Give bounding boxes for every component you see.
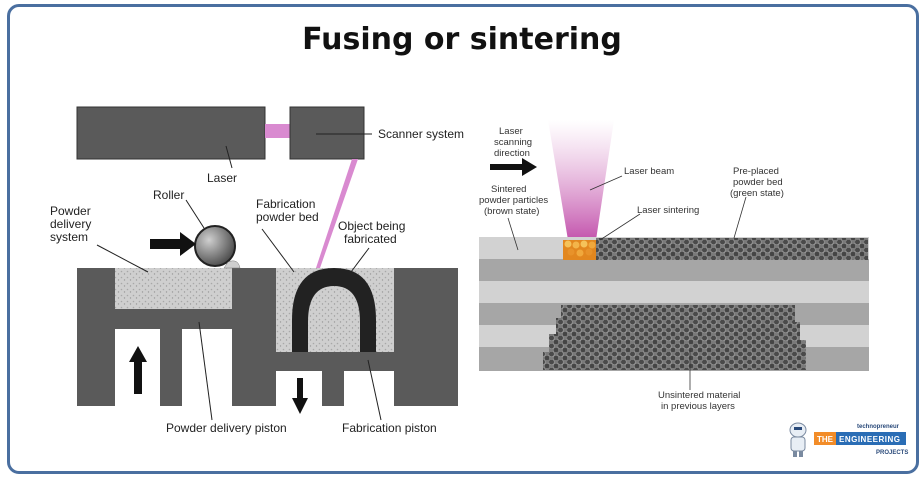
label-sintered-1: Sintered xyxy=(491,184,526,195)
label-fabrication-powder-bed-1: Fabrication xyxy=(256,197,315,211)
layer-band-3 xyxy=(479,281,869,303)
logo-engineering-box xyxy=(836,432,906,445)
powder-delivery-chamber xyxy=(115,268,232,309)
label-sintered-3: (brown state) xyxy=(484,206,539,217)
label-unsintered-1: Unsintered material xyxy=(658,390,740,401)
label-fabrication-piston: Fabrication piston xyxy=(342,421,437,435)
right-sintering-detail: Laser scanning direction Laser beam Pre-… xyxy=(479,120,869,412)
fabrication-piston-rod xyxy=(322,371,344,406)
label-laser-beam: Laser beam xyxy=(624,166,674,177)
label-fabrication-powder-bed-2: powder bed xyxy=(256,210,319,224)
label-object-being-fabricated-2: fabricated xyxy=(344,232,397,246)
right-leader-lines xyxy=(507,175,747,390)
powder-delivery-piston-rod xyxy=(160,329,182,406)
middle-wall xyxy=(232,268,276,406)
figure-title: Fusing or sintering xyxy=(302,22,622,57)
label-roller: Roller xyxy=(153,188,184,202)
label-laser-scanning-direction-3: direction xyxy=(494,148,530,159)
sintered-powder-particles xyxy=(563,240,596,260)
label-sintered-2: powder particles xyxy=(479,195,548,206)
laser-beam-diagonal xyxy=(316,159,358,268)
left-sls-machine: Laser Scanner system Roller Powder deliv… xyxy=(50,106,464,435)
left-leader-lines xyxy=(96,133,382,421)
label-pre-placed-1: Pre-placed xyxy=(733,166,779,177)
logo-the-box xyxy=(814,432,836,445)
laser-beam-cone xyxy=(548,120,614,240)
label-powder-delivery-system-3: system xyxy=(50,230,88,244)
label-scanner-system: Scanner system xyxy=(378,127,464,141)
laser-unit xyxy=(76,106,266,160)
roller xyxy=(194,225,236,267)
label-pre-placed-2: powder bed xyxy=(733,177,783,188)
brand-logo: technopreneur THE ENGINEERING PROJECTS xyxy=(789,422,908,457)
scanner-unit xyxy=(289,106,365,160)
scanning-direction-arrow xyxy=(490,158,537,176)
layer-band-2 xyxy=(479,259,869,281)
label-powder-delivery-system-2: delivery xyxy=(50,217,91,231)
object-being-fabricated xyxy=(292,268,376,352)
roller-pushed-powder xyxy=(223,260,241,269)
powder-delivery-piston-plate xyxy=(115,309,232,329)
label-laser-scanning-direction-2: scanning xyxy=(494,137,532,148)
unsintered-material xyxy=(543,305,806,370)
right-wall xyxy=(394,268,458,406)
roller-direction-arrow xyxy=(150,232,196,256)
logo-brand-the: THE xyxy=(817,435,834,444)
pre-placed-powder-bed xyxy=(596,238,868,260)
down-arrow xyxy=(292,378,308,414)
label-powder-delivery-piston: Powder delivery piston xyxy=(166,421,287,435)
label-laser-scanning-direction-1: Laser xyxy=(499,126,523,137)
label-powder-delivery-system-1: Powder xyxy=(50,204,91,218)
label-pre-placed-3: (green state) xyxy=(730,188,784,199)
laser-beam-horizontal xyxy=(265,124,290,138)
up-arrow xyxy=(129,346,147,394)
logo-tagline: technopreneur xyxy=(857,424,900,430)
label-object-being-fabricated-1: Object being xyxy=(338,219,405,233)
logo-brand-projects: PROJECTS xyxy=(876,450,908,456)
logo-brand-engineering: ENGINEERING xyxy=(839,435,901,444)
label-laser: Laser xyxy=(207,171,237,185)
robot-icon xyxy=(789,422,807,457)
label-unsintered-2: in previous layers xyxy=(661,401,735,412)
label-laser-sintering: Laser sintering xyxy=(637,205,699,216)
left-wall xyxy=(77,268,115,406)
fabrication-piston-plate xyxy=(276,352,394,371)
